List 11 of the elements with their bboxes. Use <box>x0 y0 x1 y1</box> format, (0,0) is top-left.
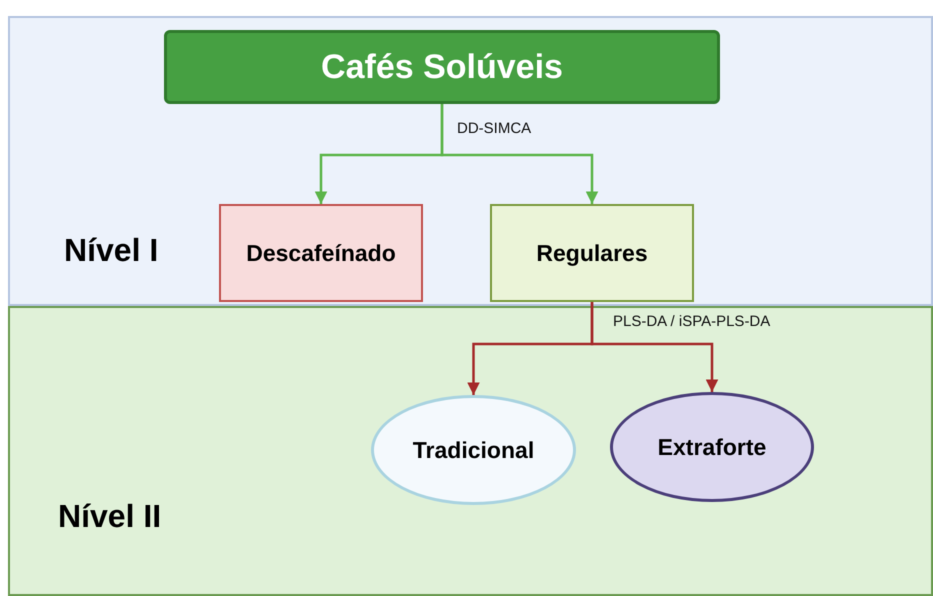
title-box: Cafés Solúveis <box>164 30 720 104</box>
level-heading: Nível I <box>64 232 158 269</box>
level-band <box>8 16 933 306</box>
class-ellipse: Tradicional <box>371 395 576 505</box>
level-band <box>8 306 933 596</box>
level-heading: Nível II <box>58 498 162 535</box>
class-box: Regulares <box>490 204 694 302</box>
class-box: Descafeínado <box>219 204 423 302</box>
class-ellipse: Extraforte <box>610 392 814 502</box>
connector-arrow <box>440 104 598 204</box>
connector-arrow <box>590 302 718 392</box>
